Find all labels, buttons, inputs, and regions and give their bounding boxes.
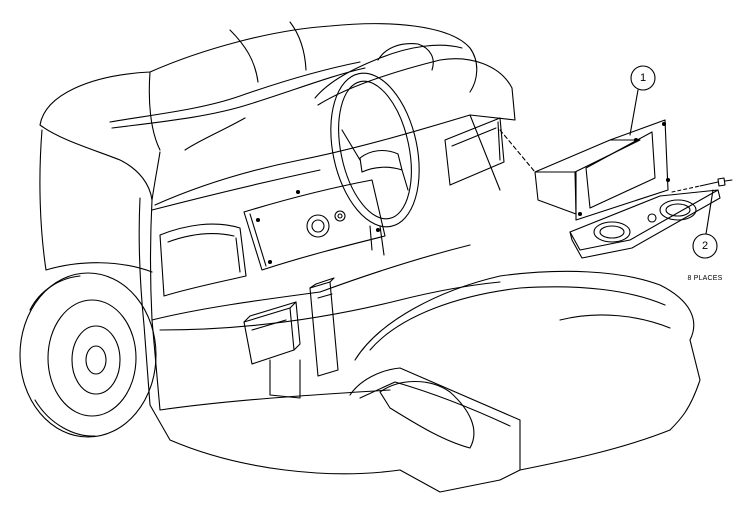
dashboard-upper bbox=[151, 43, 516, 211]
side-recess bbox=[159, 223, 247, 297]
front-body-left bbox=[39, 129, 391, 411]
floorboard bbox=[149, 244, 501, 475]
callout-2: 2 8 PLACES bbox=[687, 189, 722, 282]
callout-1-number: 1 bbox=[640, 72, 646, 84]
instrument-panel bbox=[243, 179, 386, 271]
steering-wheel bbox=[330, 72, 420, 256]
glove-box-cavity bbox=[444, 117, 505, 186]
front-seat bbox=[349, 270, 701, 493]
brake-pedal bbox=[243, 301, 301, 365]
callout-1: 1 bbox=[629, 65, 656, 136]
front-wheel bbox=[19, 272, 157, 438]
callout-2-number: 2 bbox=[702, 240, 708, 252]
cart-roof bbox=[39, 21, 478, 201]
mounting-screw bbox=[671, 177, 733, 193]
glove-box-assembly bbox=[499, 119, 721, 259]
callout-2-note: 8 PLACES bbox=[687, 275, 722, 282]
accelerator-pedal bbox=[309, 277, 339, 377]
